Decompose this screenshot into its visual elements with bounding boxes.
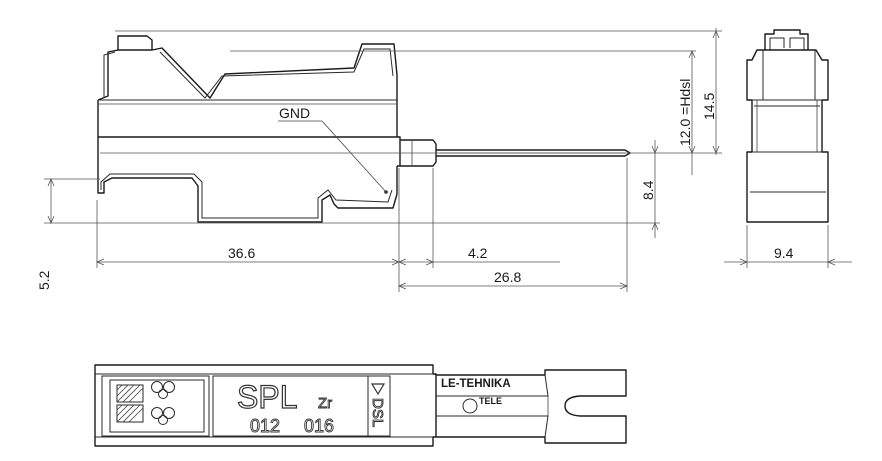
dim-hdsl-label: 12.0 =Hdsl [677, 79, 693, 146]
marking-dsl: DSL [369, 398, 386, 427]
side-view: GND [97, 35, 631, 223]
marking-num1: 012 [250, 416, 280, 436]
top-tab [117, 35, 153, 50]
gnd-leader [321, 120, 387, 193]
dim-width-label: 9.4 [774, 245, 794, 261]
lower-body-inner [100, 173, 393, 219]
lower-body [97, 137, 398, 223]
gnd-label: GND [279, 105, 310, 121]
marking-sub: Zr [318, 395, 332, 412]
top-view: SPL Zr 012 016 DSL LE-TEHNIKA TELE [94, 364, 627, 447]
marking-num2: 016 [304, 416, 334, 436]
dim-gap: 4.2 [397, 245, 560, 266]
main-body [97, 100, 397, 138]
dim-height-label: 14.5 [701, 93, 717, 120]
dim-gap-label: 4.2 [468, 245, 488, 261]
dim-hdsl: 12.0 =Hdsl [677, 49, 696, 175]
upper-housing [97, 43, 398, 137]
dim-pin-length-label: 26.8 [494, 269, 521, 285]
gnd-point [384, 190, 388, 194]
dim-left-offset: 5.2 [36, 177, 55, 290]
marking-brand: SPL [237, 379, 297, 415]
dim-pin-offset-label: 8.4 [640, 180, 656, 200]
dim-left-offset-label: 5.2 [36, 270, 52, 290]
dim-body-length: 36.6 [95, 245, 401, 266]
connector-block [397, 136, 437, 167]
marking-maker: LE-TEHNIKA [441, 378, 511, 390]
dim-height: 14.5 [701, 28, 720, 155]
housing-inner-line [103, 48, 394, 99]
dim-pin-length: 26.8 [397, 269, 629, 290]
dim-body-length-label: 36.6 [228, 245, 255, 261]
dim-pin-offset: 8.4 [640, 140, 659, 238]
marking-tele: TELE [479, 396, 502, 406]
end-view: 9.4 [724, 29, 852, 268]
